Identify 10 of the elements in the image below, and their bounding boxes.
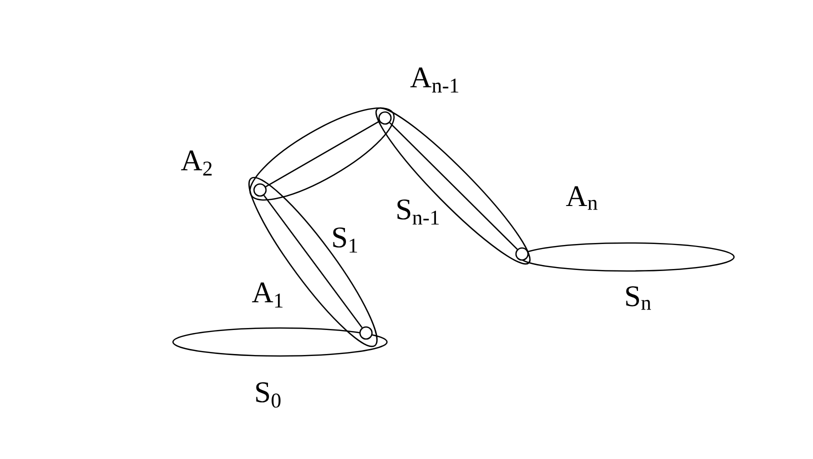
region-label: S$_{0}$ bbox=[256, 382, 280, 408]
point-label: A$_{2}$ bbox=[181, 150, 212, 176]
line bbox=[265, 120, 380, 188]
point-label: A$_{n}$ bbox=[566, 186, 598, 210]
line bbox=[263, 194, 363, 328]
region-label: S$_{n-1}$ bbox=[398, 199, 439, 225]
region-label: S$_{n}$ bbox=[626, 286, 651, 310]
region-label: S$_{1}$ bbox=[333, 227, 358, 253]
point-label: A$_{1}$ bbox=[252, 282, 283, 308]
point-label: A$_{n-1}$ bbox=[410, 67, 458, 92]
